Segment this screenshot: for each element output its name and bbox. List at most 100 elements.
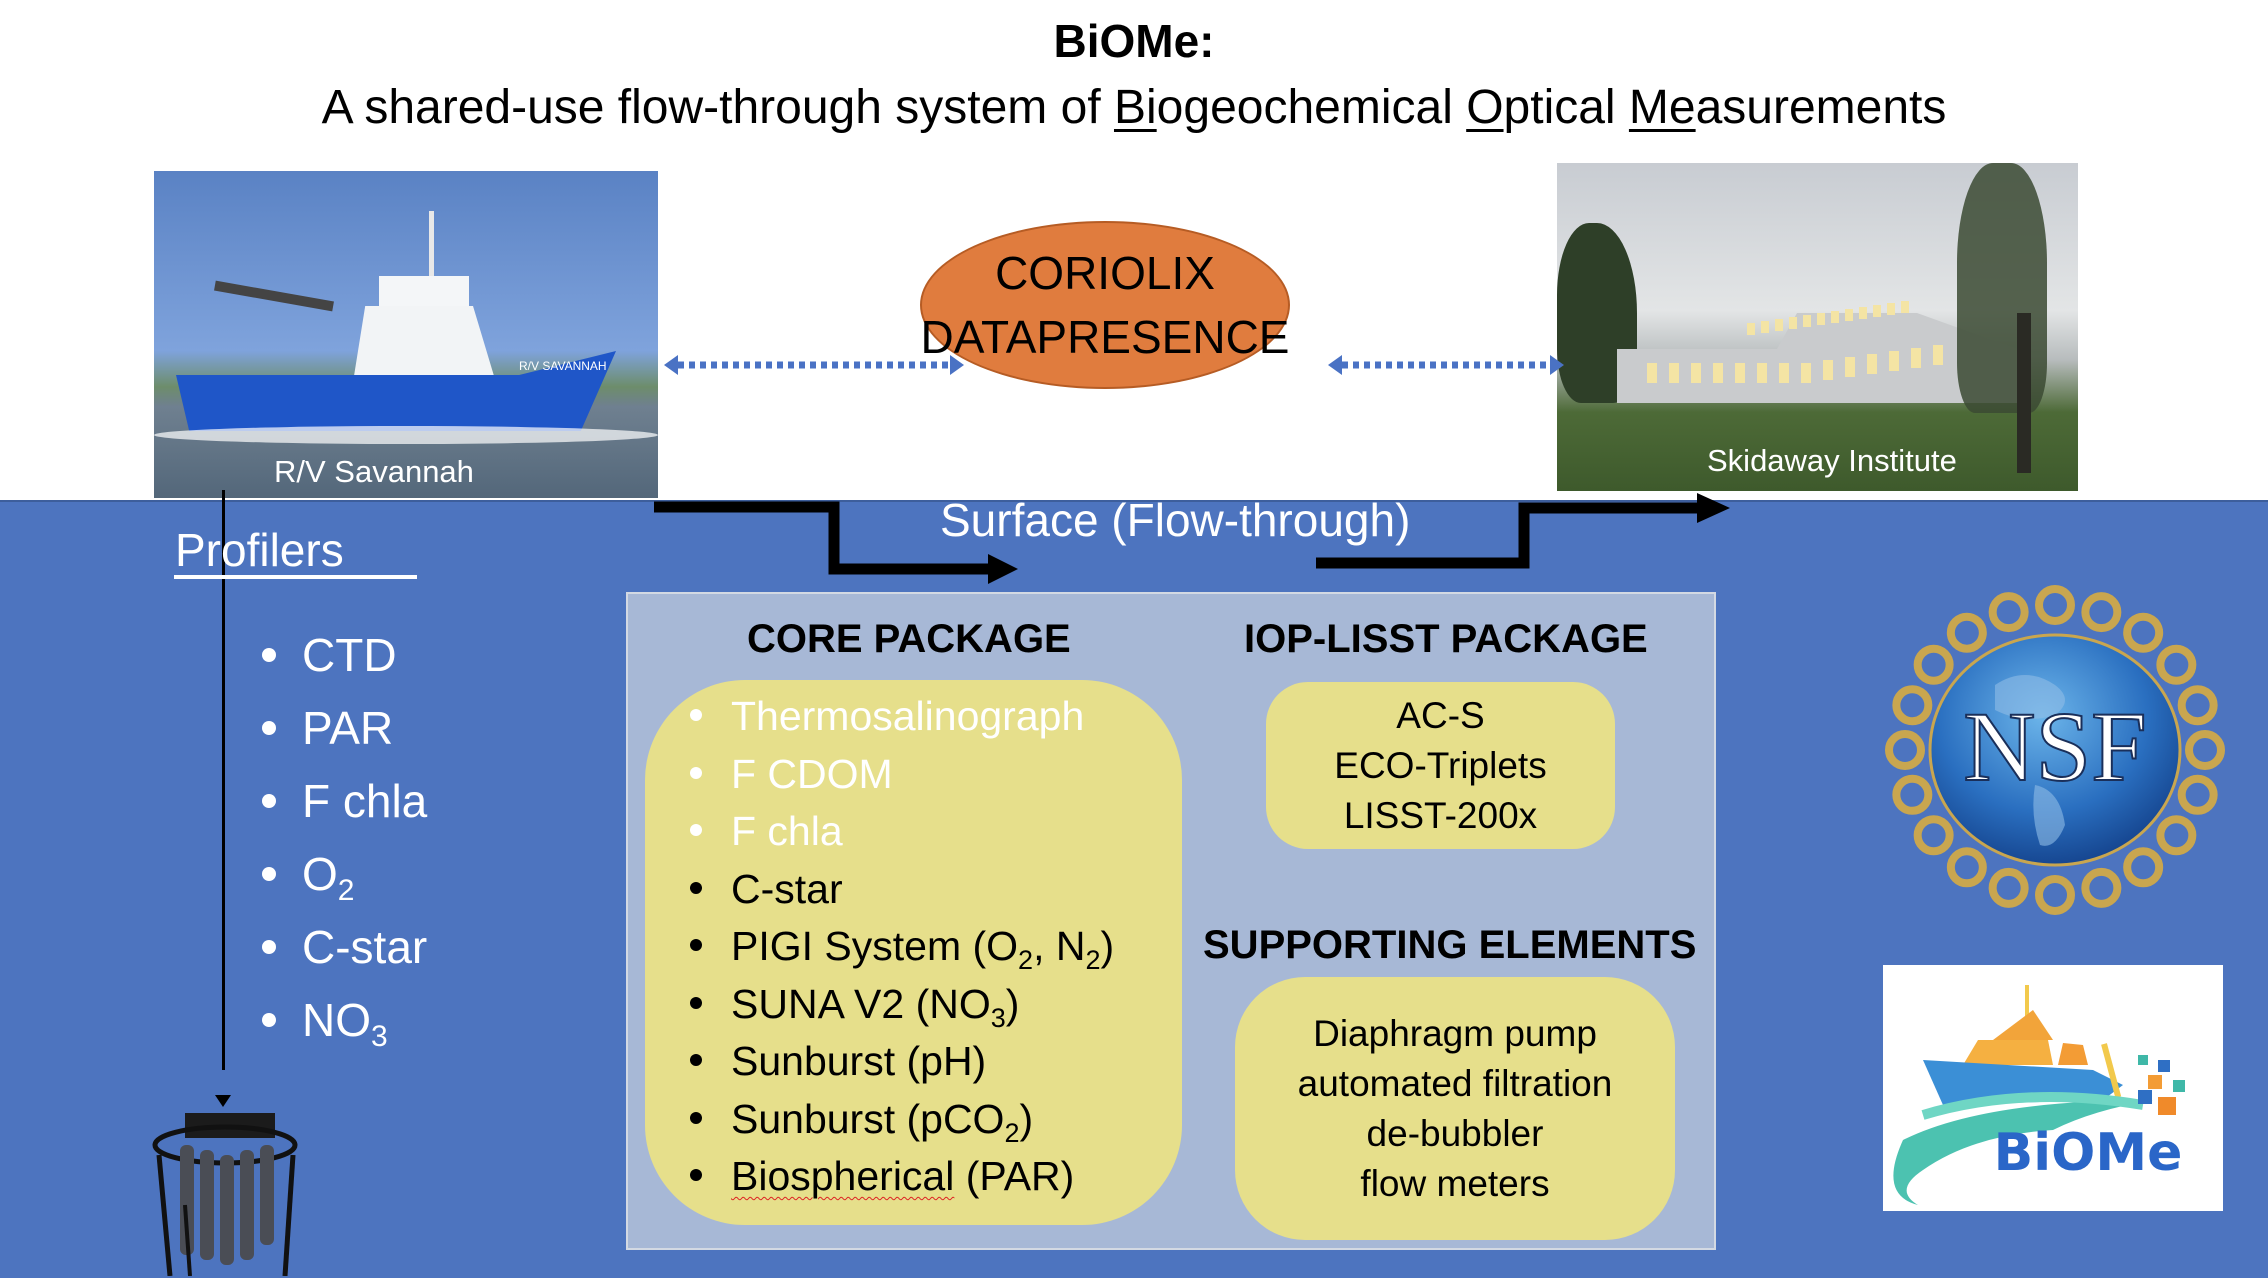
nsf-ray bbox=[2156, 644, 2197, 685]
building-window bbox=[1845, 309, 1853, 321]
subscript: 2 bbox=[1018, 945, 1034, 976]
nsf-ray bbox=[1913, 815, 1954, 856]
bullet-icon bbox=[262, 720, 276, 735]
building-window bbox=[1803, 315, 1811, 327]
core-package-item: Thermosalinograph bbox=[690, 688, 1114, 746]
building-window bbox=[1779, 363, 1789, 383]
acronym-letters: Bi bbox=[1113, 81, 1157, 134]
profiler-item: NO3 bbox=[262, 990, 427, 1063]
bullet-icon bbox=[690, 1054, 702, 1067]
item-text: ) bbox=[1019, 1095, 1034, 1142]
tree-trunk bbox=[2017, 313, 2031, 473]
profiler-item: C-star bbox=[262, 917, 427, 990]
nsf-gold-rays bbox=[1885, 585, 2225, 915]
subtitle-text: asurements bbox=[1695, 81, 1947, 134]
building-window bbox=[1873, 305, 1881, 317]
item-text: , N bbox=[1033, 923, 1086, 969]
building-window bbox=[1647, 363, 1657, 383]
nsf-ray bbox=[1946, 612, 1987, 653]
building-caption: Skidaway Institute bbox=[1707, 443, 1957, 478]
core-package-item: C-star bbox=[690, 861, 1114, 919]
building-photo: Skidaway Institute bbox=[1557, 163, 2078, 491]
iop-package-item: LISST-200x bbox=[1343, 794, 1538, 836]
bullet-icon bbox=[690, 1169, 702, 1182]
supporting-element-item: flow meters bbox=[1360, 1162, 1550, 1204]
bullet-icon bbox=[690, 881, 702, 894]
core-package-item: PIGI System (O2, N2) bbox=[690, 918, 1114, 976]
building-window bbox=[1669, 363, 1679, 383]
supporting-elements-title: SUPPORTING ELEMENTS bbox=[1203, 923, 1697, 967]
coriolix-institute-arrow bbox=[1328, 355, 1564, 375]
coriolix-line1: CORIOLIX bbox=[995, 247, 1215, 299]
iop-package-title: IOP-LISST PACKAGE bbox=[1244, 617, 1648, 661]
building-window bbox=[1735, 363, 1745, 383]
building-window bbox=[1845, 357, 1855, 377]
bullet-icon bbox=[262, 1012, 276, 1027]
core-package-item: Sunburst (pCO2) bbox=[690, 1091, 1114, 1149]
building-window bbox=[1859, 307, 1867, 319]
subscript: 3 bbox=[371, 1020, 388, 1054]
bullet-icon bbox=[262, 647, 276, 662]
bullet-icon bbox=[262, 939, 276, 954]
nsf-text: NSF bbox=[1963, 691, 2146, 802]
nsf-ray bbox=[2035, 875, 2075, 915]
core-package-item: F CDOM bbox=[690, 746, 1114, 804]
supporting-element-item: de-bubbler bbox=[1366, 1112, 1544, 1154]
profiler-label: F chla bbox=[302, 775, 428, 827]
biome-logo-text: BiOMe bbox=[1994, 1123, 2183, 1183]
core-package-item: Biospherical (PAR) bbox=[690, 1148, 1114, 1206]
item-text: SUNA V2 (NO bbox=[731, 980, 991, 1027]
building-window bbox=[1831, 311, 1839, 323]
nsf-ray bbox=[2081, 867, 2122, 908]
acronym-letters: Me bbox=[1628, 81, 1696, 134]
flow-arrow-in bbox=[654, 501, 990, 575]
subtitle-text: ogeochemical bbox=[1156, 81, 1467, 134]
nsf-ray bbox=[2177, 774, 2218, 815]
core-package-title: CORE PACKAGE bbox=[747, 617, 1071, 661]
profile-cast-line bbox=[222, 490, 225, 1070]
ship-photo: R/V SAVANNAH R/V Savannah bbox=[154, 171, 658, 498]
nsf-ray bbox=[2177, 685, 2218, 726]
profiler-label: NO bbox=[302, 994, 371, 1046]
building-window bbox=[1889, 351, 1899, 371]
item-text: Sunburst (pH) bbox=[731, 1038, 987, 1084]
slide-subtitle: A shared-use flow-through system of Biog… bbox=[0, 80, 2268, 135]
core-package-item: SUNA V2 (NO3) bbox=[690, 976, 1114, 1034]
profiler-item: F chla bbox=[262, 771, 427, 844]
profiler-label: O bbox=[302, 848, 338, 900]
building-window bbox=[1823, 360, 1833, 380]
building-window bbox=[1775, 319, 1783, 331]
building-window bbox=[1757, 363, 1767, 383]
data-link-arrows bbox=[664, 355, 1564, 375]
building-window bbox=[1933, 345, 1943, 365]
ship-crane bbox=[214, 280, 334, 312]
ship-hull-name: R/V SAVANNAH bbox=[519, 359, 607, 373]
nsf-ray bbox=[1946, 847, 1987, 888]
nsf-ray bbox=[1892, 685, 1933, 726]
bullet-icon bbox=[690, 1111, 702, 1124]
nsf-ray bbox=[2123, 612, 2164, 653]
item-text: Thermosalinograph bbox=[731, 693, 1085, 739]
profiler-item: PAR bbox=[262, 698, 427, 771]
building-window bbox=[1867, 354, 1877, 374]
item-text: (PAR) bbox=[954, 1153, 1075, 1199]
nsf-ray bbox=[2035, 585, 2075, 625]
coriolix-line2: DATAPRESENCE bbox=[920, 311, 1290, 363]
building-window bbox=[1901, 301, 1909, 313]
profiler-item: CTD bbox=[262, 625, 427, 698]
ship-coriolix-arrow bbox=[664, 355, 964, 375]
building-window bbox=[1747, 323, 1755, 335]
profiler-label: PAR bbox=[302, 702, 394, 754]
subtitle-text: A shared-use flow-through system of bbox=[321, 81, 1114, 134]
bullet-icon bbox=[690, 996, 702, 1009]
nsf-ray bbox=[1892, 774, 1933, 815]
nsf-ray bbox=[1988, 867, 2029, 908]
biome-logo: BiOMe bbox=[1883, 965, 2223, 1211]
core-package-item: Sunburst (pH) bbox=[690, 1033, 1114, 1091]
profilers-heading: Profilers bbox=[175, 524, 344, 576]
acronym-letters: O bbox=[1466, 81, 1504, 134]
building-window bbox=[1801, 363, 1811, 383]
